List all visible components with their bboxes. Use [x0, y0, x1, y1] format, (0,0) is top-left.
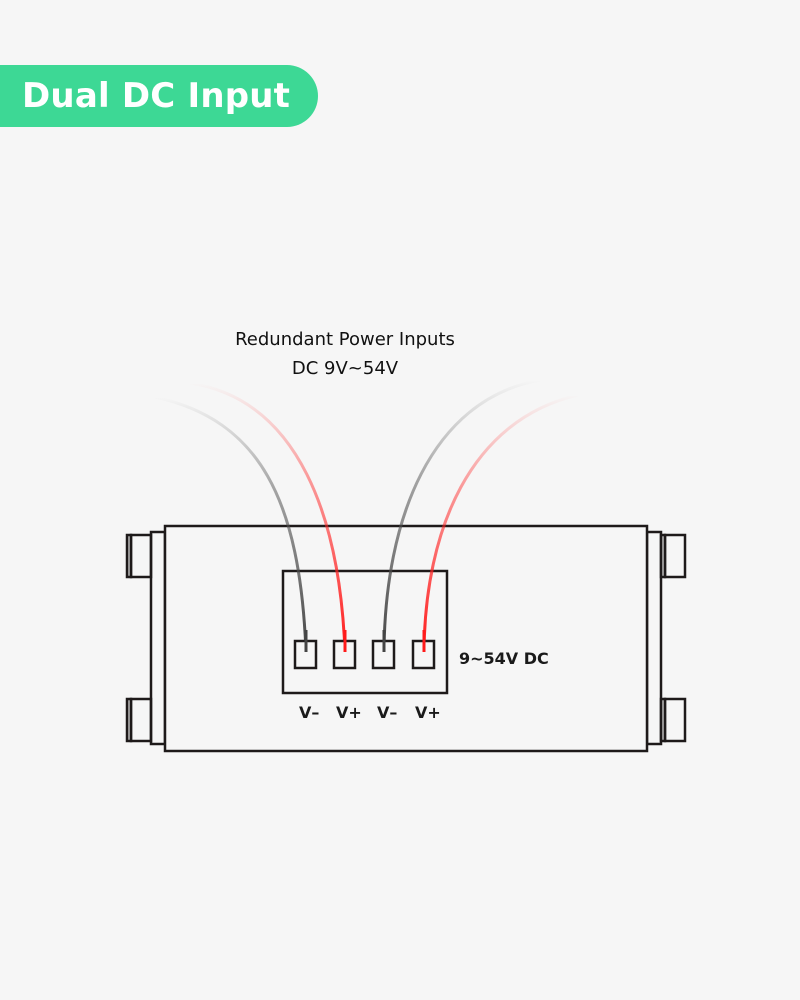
- wire-v-plus-1: [189, 381, 347, 653]
- caption-line-2: DC 9V~54V: [291, 358, 399, 379]
- caption-line-1: Redundant Power Inputs: [235, 329, 455, 350]
- wire-v-minus-2: [382, 378, 541, 653]
- terminal-label-4: V+: [415, 703, 441, 722]
- wire-v-plus-2: [422, 393, 579, 653]
- title-badge: Dual DC Input: [0, 65, 318, 127]
- voltage-label: 9~54V DC: [459, 649, 549, 668]
- wire-v-minus-1: [154, 395, 308, 653]
- page-title: Dual DC Input: [22, 76, 291, 116]
- terminal-label-1: V–: [299, 703, 319, 722]
- right-connectors: [645, 530, 687, 746]
- terminal-label-2: V+: [336, 703, 362, 722]
- terminal-block: [281, 569, 449, 695]
- power-wires: [154, 378, 579, 653]
- left-connectors: [125, 530, 167, 746]
- terminal-label-3: V–: [377, 703, 397, 722]
